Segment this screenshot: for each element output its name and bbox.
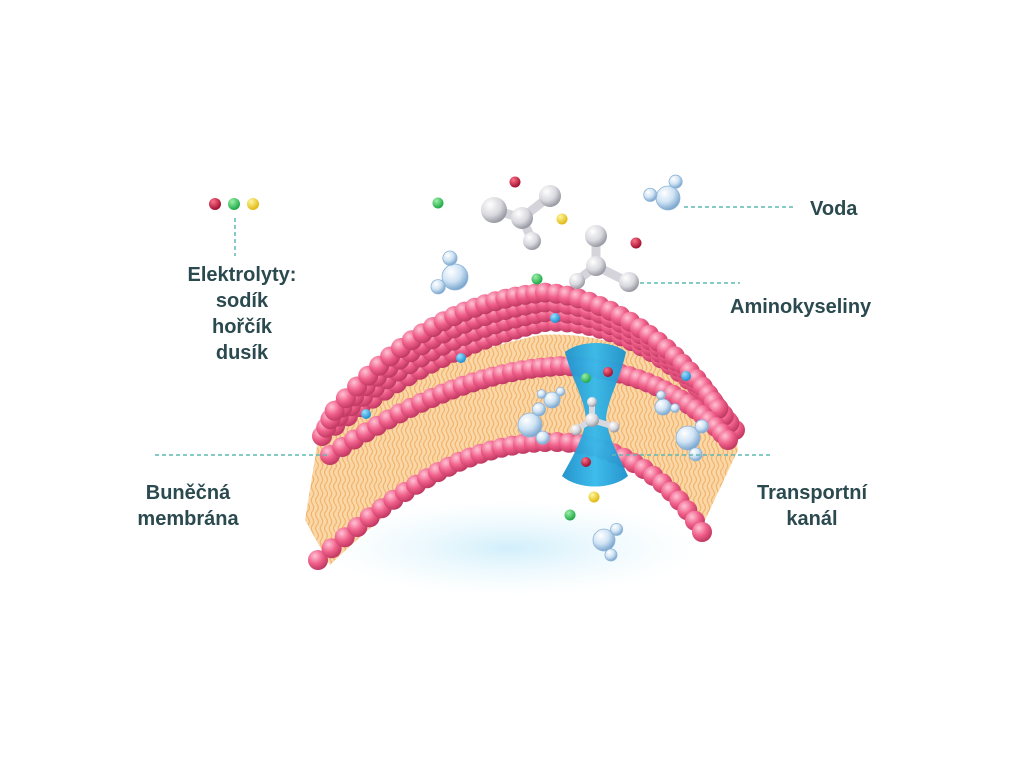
label-transport-line1: Transportní: [756, 482, 867, 504]
water-molecule-icon: [536, 386, 566, 409]
label-transportni-kanal: Transportní kanál: [744, 480, 880, 532]
ion-red-icon: [209, 198, 221, 210]
water-molecule-icon: [643, 174, 683, 211]
label-bunecna-membrana: Buněčná membrána: [126, 480, 250, 532]
label-bunecna-line1: Buněčná: [145, 482, 231, 504]
water-molecule-icon: [517, 402, 550, 445]
label-elektrolyty-item: sodík: [215, 290, 269, 312]
label-transport-line2: kanál: [786, 508, 838, 530]
label-elektrolyty-heading: Elektrolyty:: [187, 264, 297, 286]
ion-yellow-icon: [247, 198, 259, 210]
water-molecule-icon: [654, 390, 680, 416]
label-elektrolyty: Elektrolyty: sodík hořčík dusík: [172, 262, 312, 366]
transport-channel-icon: [562, 343, 628, 487]
water-molecule-icons: [430, 174, 709, 562]
ion-green-icon: [228, 198, 240, 210]
amino-acid-molecule-icon: [481, 185, 561, 250]
label-elektrolyty-item: hořčík: [211, 316, 273, 338]
lipid-heads-top: [312, 282, 745, 465]
water-molecule-icon: [592, 522, 624, 562]
label-elektrolyty-item: dusík: [215, 342, 269, 364]
amino-acid-molecule-icon: [569, 225, 639, 292]
glow-under-membrane: [320, 500, 700, 596]
label-aminokyseliny: Aminokyseliny: [730, 296, 872, 318]
embedded-protein-dots: [361, 313, 691, 419]
loose-ions: [432, 176, 642, 521]
water-molecule-icon: [675, 419, 709, 462]
lipid-tails-layer: [305, 334, 738, 565]
water-molecule-icon: [430, 250, 469, 295]
label-bunecna-line2: membrána: [137, 508, 239, 530]
lipid-head: [321, 538, 342, 559]
label-voda: Voda: [810, 198, 858, 220]
lipid-head: [718, 430, 738, 450]
leader-lines: [155, 206, 796, 456]
lipid-head: [692, 522, 712, 542]
electrolyte-legend-dots: [209, 198, 259, 210]
lipid-head: [308, 550, 328, 570]
